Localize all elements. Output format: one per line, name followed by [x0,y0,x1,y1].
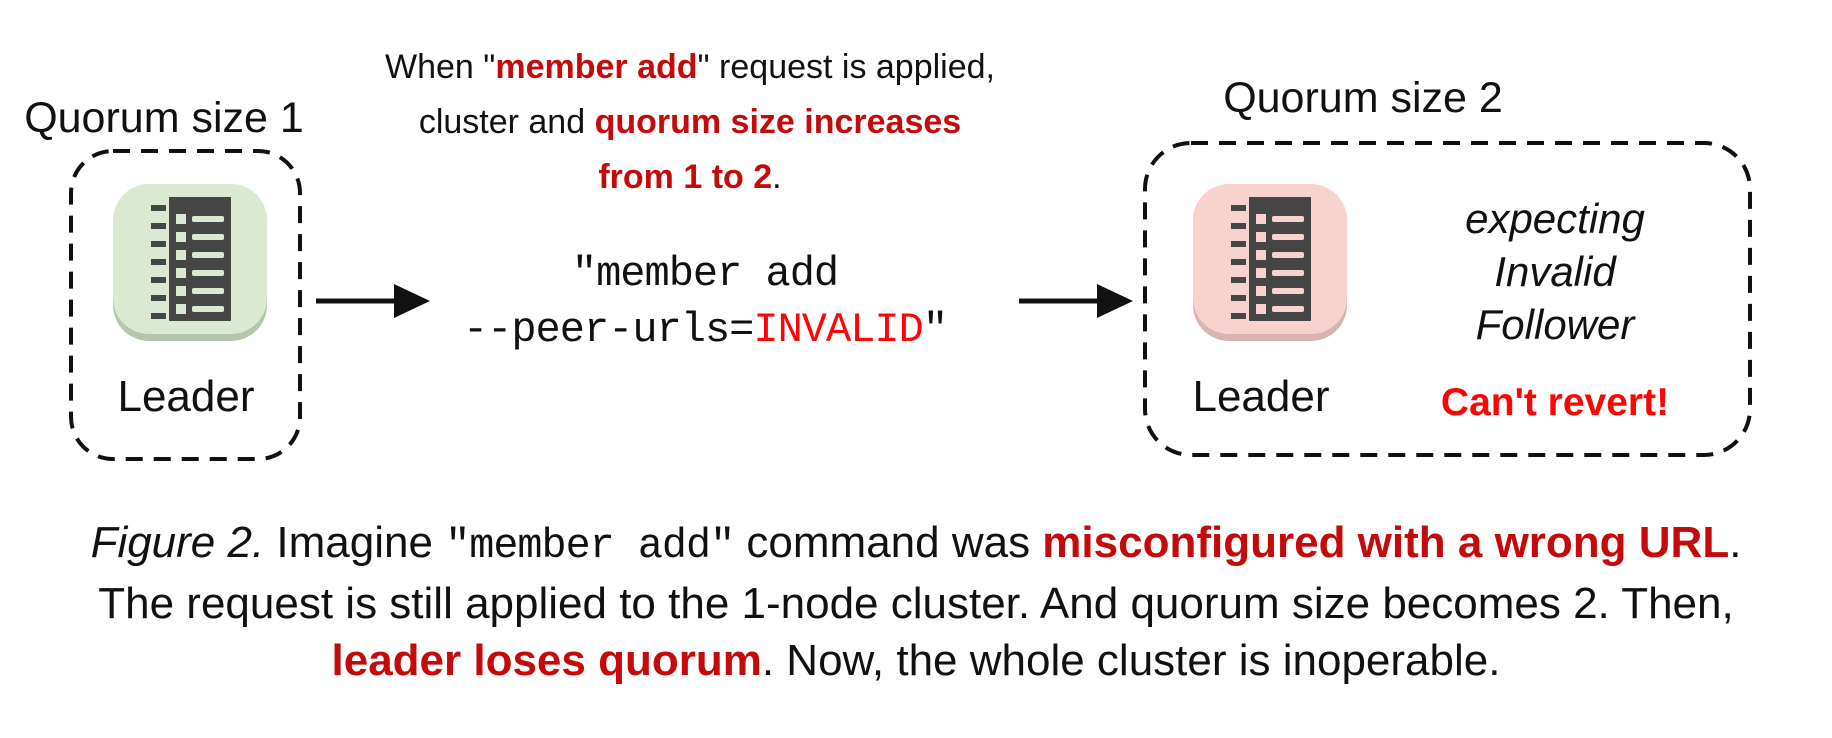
quorum-size-1-heading: Quorum size 1 [24,94,304,142]
cluster-boundary-right [1143,141,1752,457]
quorum-size-2-heading: Quorum size 2 [1223,74,1503,122]
server-log-icon [1231,197,1311,321]
server-log-icon [151,197,231,321]
arrow-right-icon [1019,284,1133,318]
member-add-command: "member add--peer-urls=INVALID" [462,250,948,354]
member-add-note: When "member add" request is applied,clu… [385,48,995,196]
leader-label-left: Leader [117,372,255,421]
leader-node-icon-pink [1193,184,1347,334]
arrow-right-icon [316,284,430,318]
cant-revert-warning: Can't revert! [1440,381,1670,424]
leader-label-right: Leader [1192,372,1330,421]
figure-caption: Figure 2. Imagine "member add" command w… [90,518,1742,685]
leader-node-icon-green [113,184,267,334]
cluster-boundary-left [69,149,302,461]
